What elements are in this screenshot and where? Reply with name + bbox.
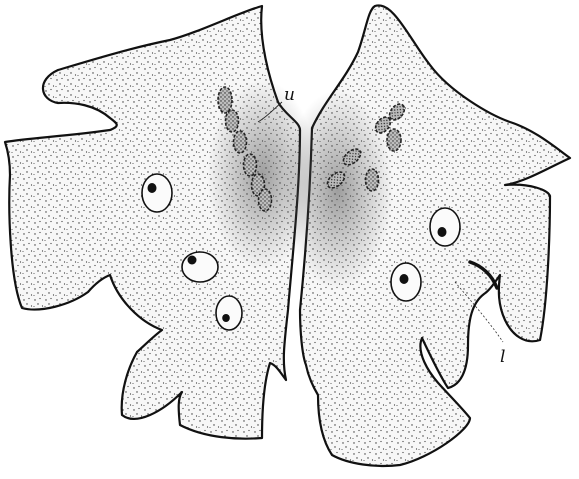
right-chromatin-granule xyxy=(366,169,379,191)
left-nucleus-lower xyxy=(216,296,242,330)
left-chromatin-granule xyxy=(218,87,232,113)
label-l: l xyxy=(500,347,505,367)
right-chromatin-granule xyxy=(387,129,401,151)
right-nucleus-lower xyxy=(391,263,421,301)
right-nucleus-upper xyxy=(430,208,460,246)
left-chromatin-granule xyxy=(234,131,247,153)
label-u: u xyxy=(284,85,295,105)
left-chromatin-granule xyxy=(226,110,239,132)
right-spindle-shading xyxy=(283,90,393,290)
left-chromatin-granule xyxy=(244,154,257,176)
left-nucleus-upper xyxy=(142,174,172,212)
left-nucleus-middle xyxy=(182,252,218,282)
left-chromatin-granule xyxy=(259,189,272,211)
